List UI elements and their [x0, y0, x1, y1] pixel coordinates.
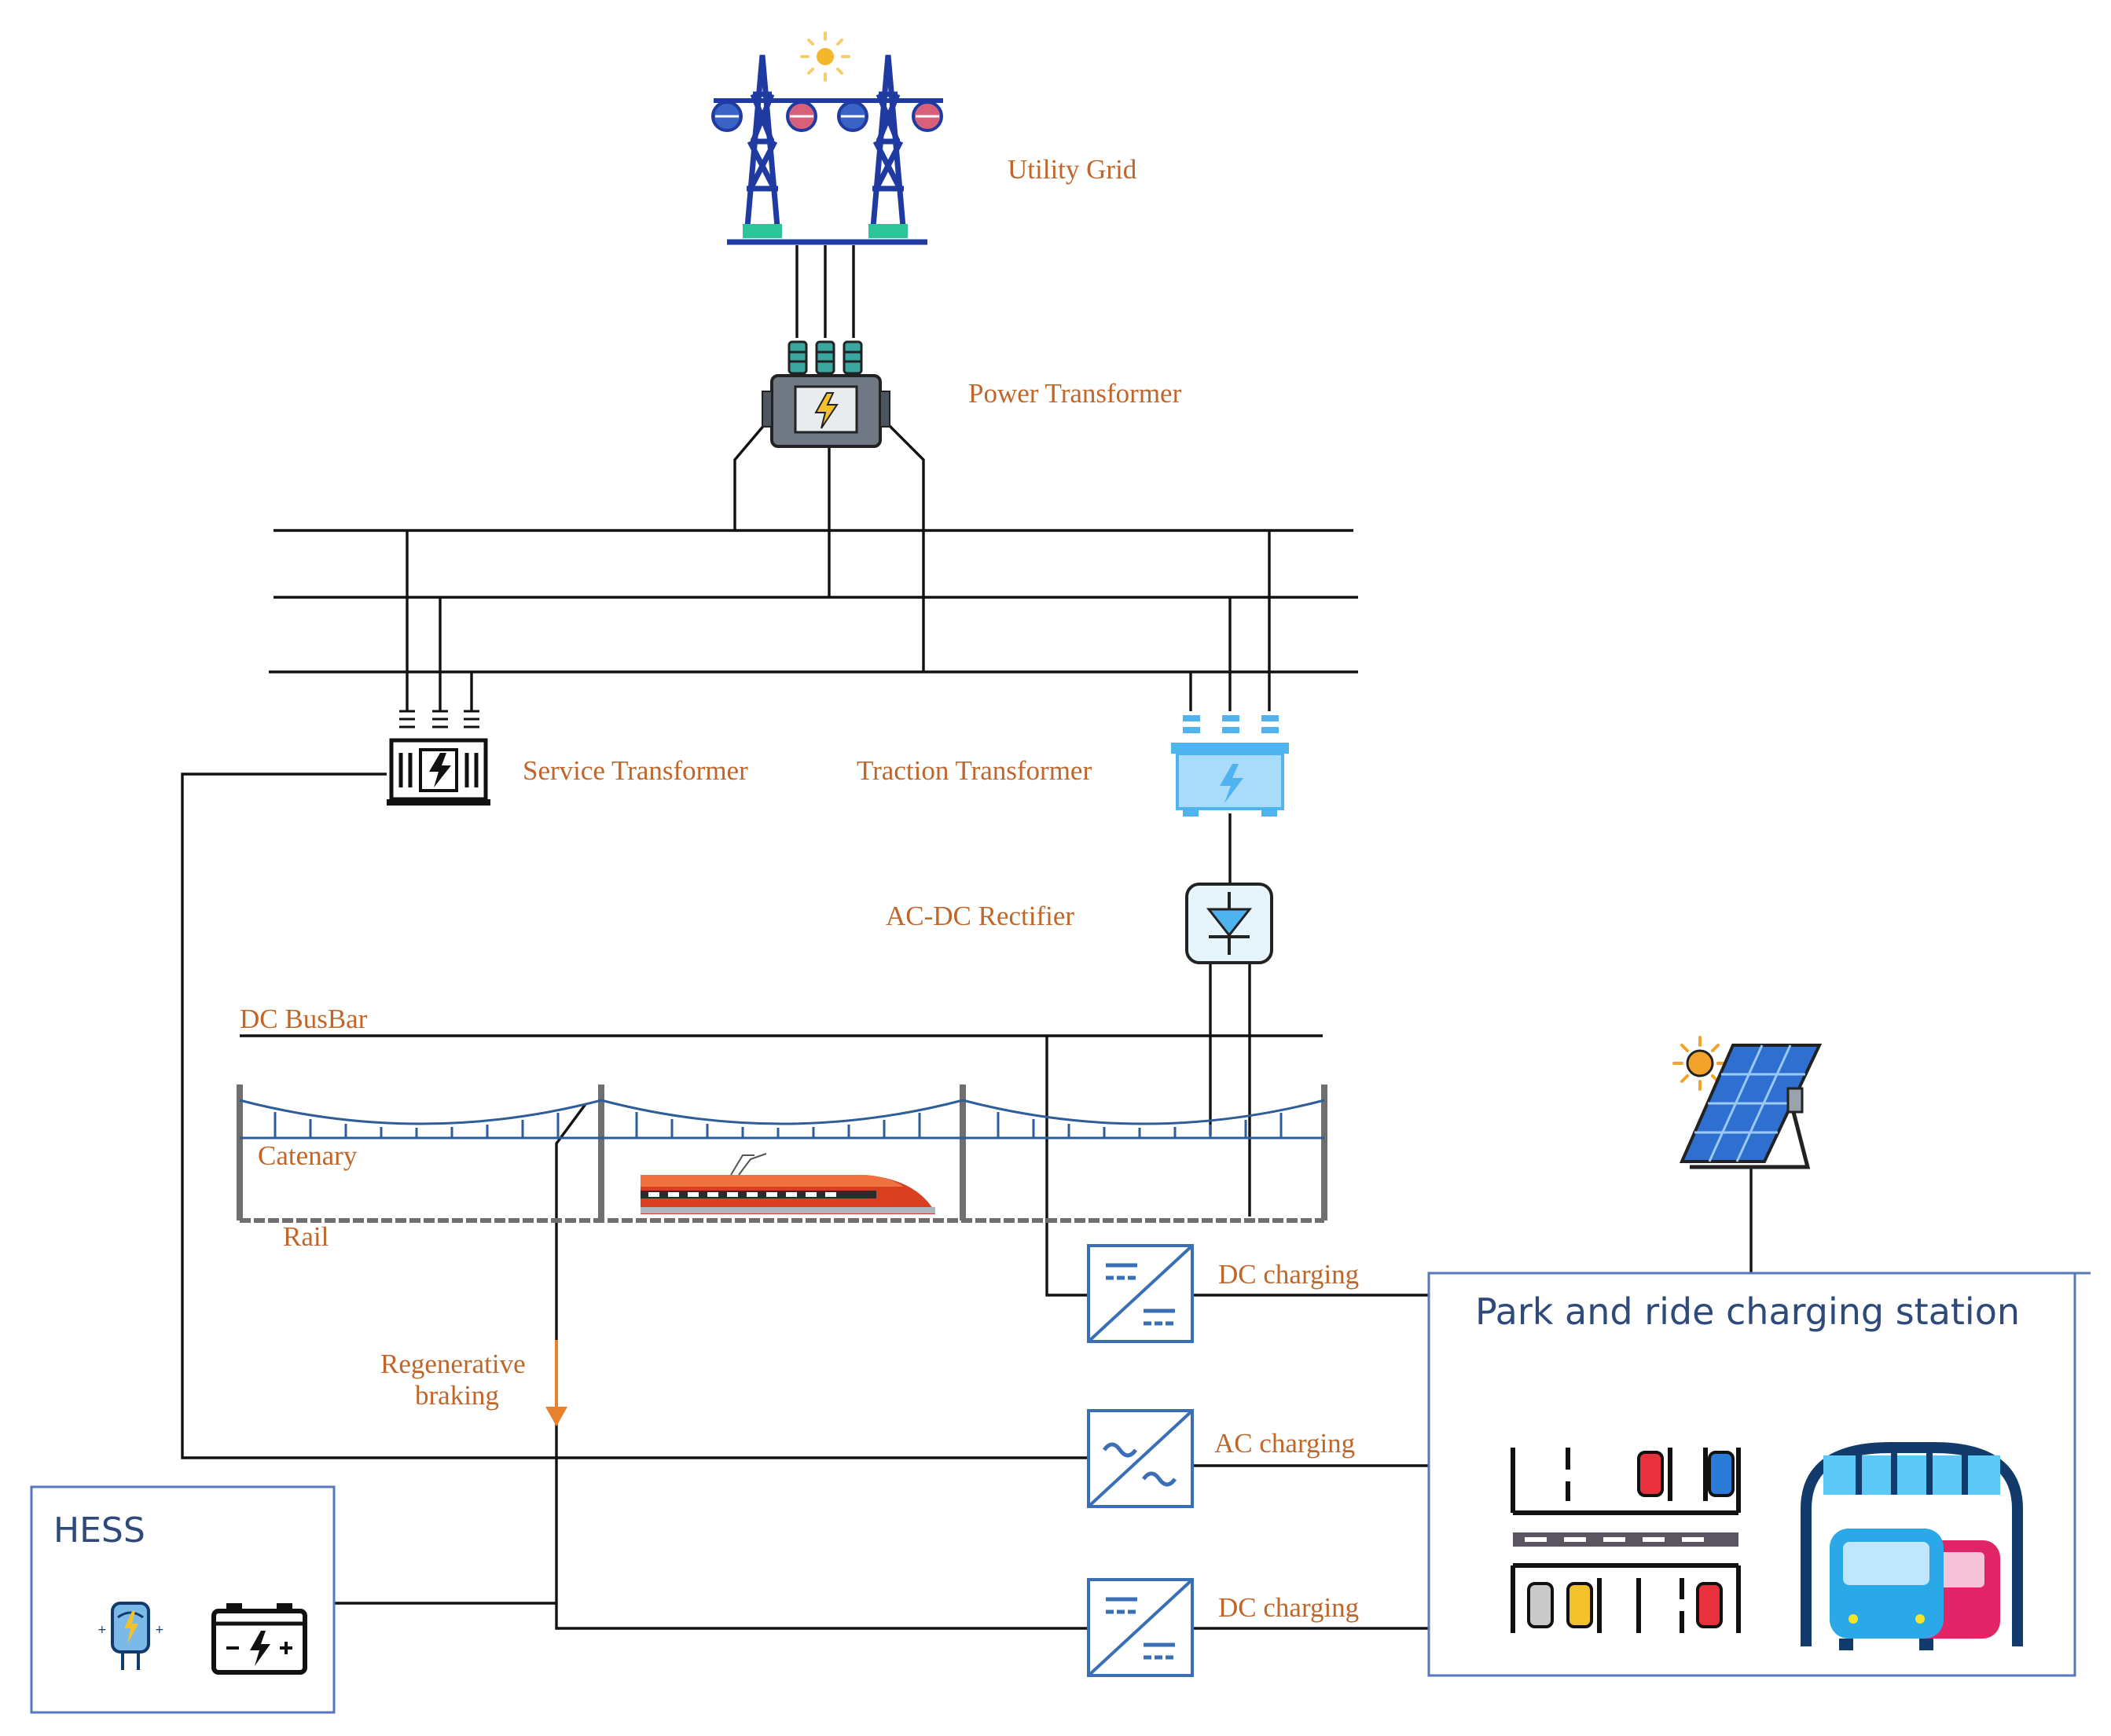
labels: Utility Grid Power Transformer Service T… — [240, 154, 1359, 1623]
label-catenary: Catenary — [258, 1140, 358, 1171]
hess-box: HESS — [30, 1485, 336, 1714]
label-regen-2: braking — [415, 1380, 499, 1411]
label-dc-charging-bottom: DC charging — [1218, 1592, 1359, 1623]
label-rail: Rail — [283, 1221, 329, 1252]
grid-wires — [181, 245, 1753, 1630]
solar-panel-icon — [1672, 1036, 1823, 1169]
svg-text:+: + — [155, 1624, 164, 1636]
catenary-rail-system — [237, 1085, 1327, 1223]
dc-dc-converter-icon — [1087, 1244, 1194, 1343]
regen-arrow — [545, 1340, 567, 1426]
diode-rectifier-icon — [1185, 883, 1273, 964]
parking-lot-icon — [1511, 1448, 1741, 1633]
sun-icon — [800, 31, 850, 82]
power-transformer-icon — [762, 340, 890, 448]
label-service-transformer: Service Transformer — [523, 755, 748, 786]
label-utility-grid: Utility Grid — [1008, 154, 1137, 185]
label-ac-charging: AC charging — [1214, 1428, 1355, 1459]
service-transformer-icon — [387, 710, 490, 806]
dc-dc-converter-icon-2 — [1087, 1578, 1194, 1677]
label-dc-busbar: DC BusBar — [240, 1004, 368, 1034]
transmission-tower-icon — [711, 31, 943, 245]
ac-ac-converter-icon — [1087, 1409, 1194, 1508]
bus-station-icon — [1801, 1442, 2023, 1650]
label-traction-transformer: Traction Transformer — [857, 755, 1092, 786]
park-ride-title: Park and ride charging station — [1475, 1290, 2020, 1333]
label-power-transformer: Power Transformer — [968, 378, 1182, 409]
svg-text:+: + — [97, 1624, 107, 1636]
label-rectifier: AC-DC Rectifier — [886, 901, 1074, 931]
park-ride-station: Park and ride charging station — [1427, 1272, 2091, 1677]
traction-transformer-icon — [1171, 715, 1289, 817]
label-dc-charging-top: DC charging — [1218, 1259, 1359, 1290]
label-regen-1: Regenerative — [380, 1349, 526, 1379]
sun-icon — [1672, 1036, 1727, 1091]
hess-title: HESS — [53, 1510, 145, 1551]
battery-icon — [211, 1603, 307, 1675]
supercapacitor-icon: + + — [97, 1602, 164, 1670]
high-speed-train-icon — [641, 1153, 935, 1214]
